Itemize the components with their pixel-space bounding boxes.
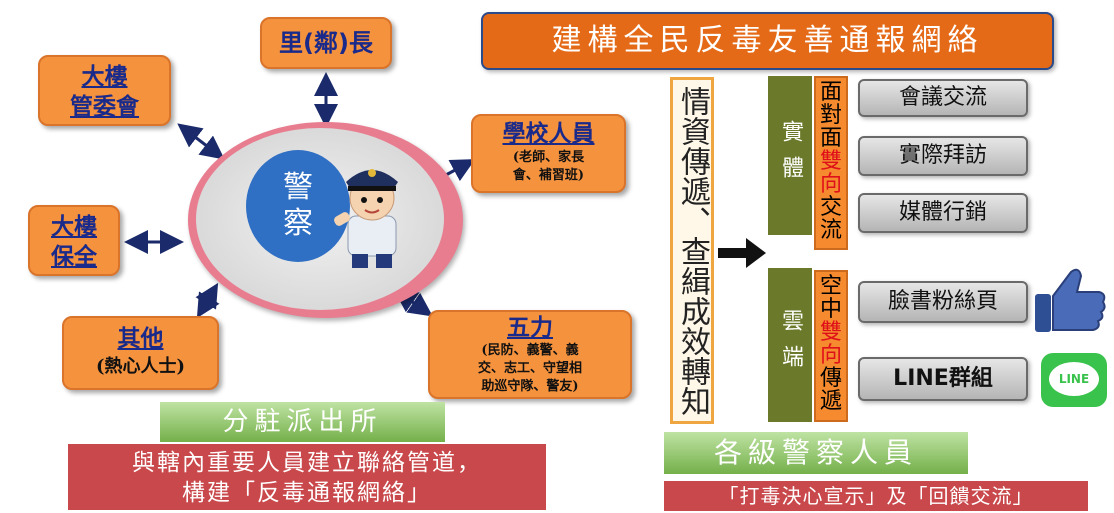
line-group-item: LINE群組: [858, 357, 1028, 401]
building-security-line2: 保全: [51, 244, 97, 270]
station-label-bar: 分駐派出所: [160, 402, 445, 442]
air-box: 空 中 雙 向 傳 遞: [814, 270, 848, 422]
five-forces-sub-line1: (民防、義警、義: [481, 343, 579, 358]
building-committee-line1: 大樓: [81, 64, 128, 90]
media-marketing-text: 媒體行銷: [898, 200, 987, 225]
line-group-text: LINE群組: [893, 366, 993, 391]
f2f-char-2: 對: [819, 103, 842, 128]
air-char-6: 遞: [819, 389, 842, 414]
visit-item: 實際拜訪: [858, 136, 1028, 176]
face-to-face-box: 面 對 面 雙 向 交 流: [814, 76, 848, 250]
meeting-exchange-text: 會議交流: [898, 85, 987, 110]
station-desc-box: 與轄內重要人員建立聯絡管道， 構建「反毒通報網絡」: [68, 444, 546, 510]
building-security-line1: 大樓: [51, 214, 97, 240]
five-forces-box: 五力 (民防、義警、義 交、志工、守望相 助巡守隊、警友): [428, 310, 632, 399]
li-chief-box: 里(鄰)長: [260, 17, 392, 69]
cloud-label: 雲端: [768, 268, 812, 422]
school-box: 學校人員 (老師、家長 會、補習班): [471, 114, 626, 193]
school-sub-line2: 會、補習班): [512, 168, 585, 183]
f2f-char-4: 雙: [819, 149, 842, 174]
bottom-desc-box: 「打毒決心宣示」及「回饋交流」: [664, 481, 1088, 511]
flow-column: 情資傳遞、查緝成效轉知: [670, 77, 714, 424]
flow-arrow-icon: [718, 238, 766, 268]
flow-column-text: 情資傳遞、查緝成效轉知: [675, 85, 710, 416]
air-char-4: 向: [819, 343, 842, 368]
f2f-char-5: 向: [819, 172, 842, 197]
f2f-char-7: 流: [819, 218, 842, 243]
meeting-exchange-item: 會議交流: [858, 79, 1028, 117]
visit-text: 實際拜訪: [898, 143, 987, 168]
five-forces-sub-line3: 助巡守隊、警友): [481, 379, 579, 394]
police-levels-text: 各級警察人員: [713, 436, 918, 469]
five-forces-title: 五力: [507, 315, 553, 341]
others-title: 其他: [117, 326, 164, 352]
others-box: 其他 (熱心人士): [62, 316, 219, 390]
li-chief-label: 里(鄰)長: [279, 29, 373, 57]
police-circle: 警 察: [246, 150, 350, 262]
building-committee-box: 大樓 管委會: [38, 55, 171, 126]
physical-label: 實體: [768, 76, 812, 235]
air-char-5: 傳: [819, 366, 842, 391]
network-header-text: 建構全民反毒友善通報網絡: [551, 23, 984, 58]
line-logo-text: LINE: [1058, 372, 1090, 386]
line-logo-icon: LINE: [1041, 353, 1107, 407]
station-desc-line2: 構建「反毒通報網絡」: [182, 480, 432, 506]
f2f-char-1: 面: [819, 80, 842, 105]
f2f-char-3: 面: [819, 126, 842, 151]
cloud-text: 雲端: [778, 309, 803, 381]
police-officer-icon: [334, 169, 398, 268]
school-title: 學校人員: [502, 121, 595, 147]
network-header: 建構全民反毒友善通報網絡: [481, 12, 1054, 70]
five-forces-sub-line2: 交、志工、守望相: [477, 361, 582, 376]
police-label-1: 警: [283, 170, 313, 205]
station-label: 分駐派出所: [222, 407, 383, 437]
building-committee-line2: 管委會: [70, 94, 139, 120]
facebook-fanpage-text: 臉書粉絲頁: [887, 289, 998, 314]
air-char-2: 中: [819, 297, 842, 322]
station-desc-line1: 與轄內重要人員建立聯絡管道，: [132, 450, 482, 476]
school-sub-line1: (老師、家長: [512, 150, 585, 165]
physical-text: 實體: [778, 119, 803, 192]
f2f-char-6: 交: [819, 195, 842, 220]
facebook-fanpage-item: 臉書粉絲頁: [858, 281, 1028, 323]
media-marketing-item: 媒體行銷: [858, 193, 1028, 233]
building-security-box: 大樓 保全: [28, 205, 120, 276]
others-sub: (熱心人士): [95, 356, 186, 377]
arrow-building-committee: [177, 123, 225, 160]
air-char-3: 雙: [819, 320, 842, 345]
line-logo-bubble: LINE: [1049, 362, 1099, 396]
police-label-2: 察: [283, 206, 313, 241]
bottom-desc-text: 「打毒決心宣示」及「回饋交流」: [718, 484, 1034, 508]
thumbs-up-icon: [1035, 268, 1106, 332]
air-char-1: 空: [819, 274, 842, 299]
arrow-others: [195, 282, 220, 319]
police-levels-bar: 各級警察人員: [664, 432, 968, 474]
